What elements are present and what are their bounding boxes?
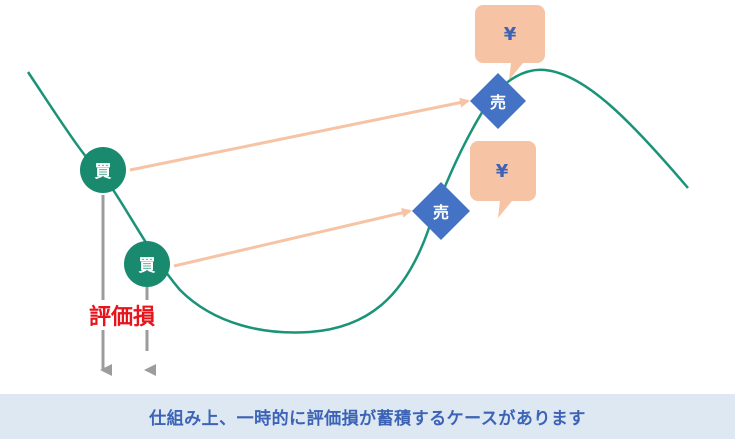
yen-icon: ¥ [504,24,517,45]
yen-bubble-2: ¥ [470,141,536,218]
buy-marker-1: 買 [80,147,126,193]
sell-marker-1: 売 [470,73,526,129]
trade-arrow-2 [173,207,412,268]
buy-marker-2: 買 [124,241,170,287]
sell-marker-2: 売 [412,182,470,240]
sell-label: 売 [490,93,506,112]
caption-text: 仕組み上、一時的に評価損が蓄積するケースがあります [149,409,586,429]
caption-bar: 仕組み上、一時的に評価損が蓄積するケースがあります [0,394,735,439]
unrealized-loss-label: 評価損 [89,304,156,330]
loss-label-backdrop [78,300,168,330]
yen-bubble-1: ¥ [475,5,545,80]
buy-label: 買 [95,162,112,182]
sell-label: 売 [433,203,449,222]
yen-icon: ¥ [496,161,509,182]
buy-label: 買 [139,256,156,276]
price-line [26,68,689,334]
trade-arrow-1 [129,97,470,172]
